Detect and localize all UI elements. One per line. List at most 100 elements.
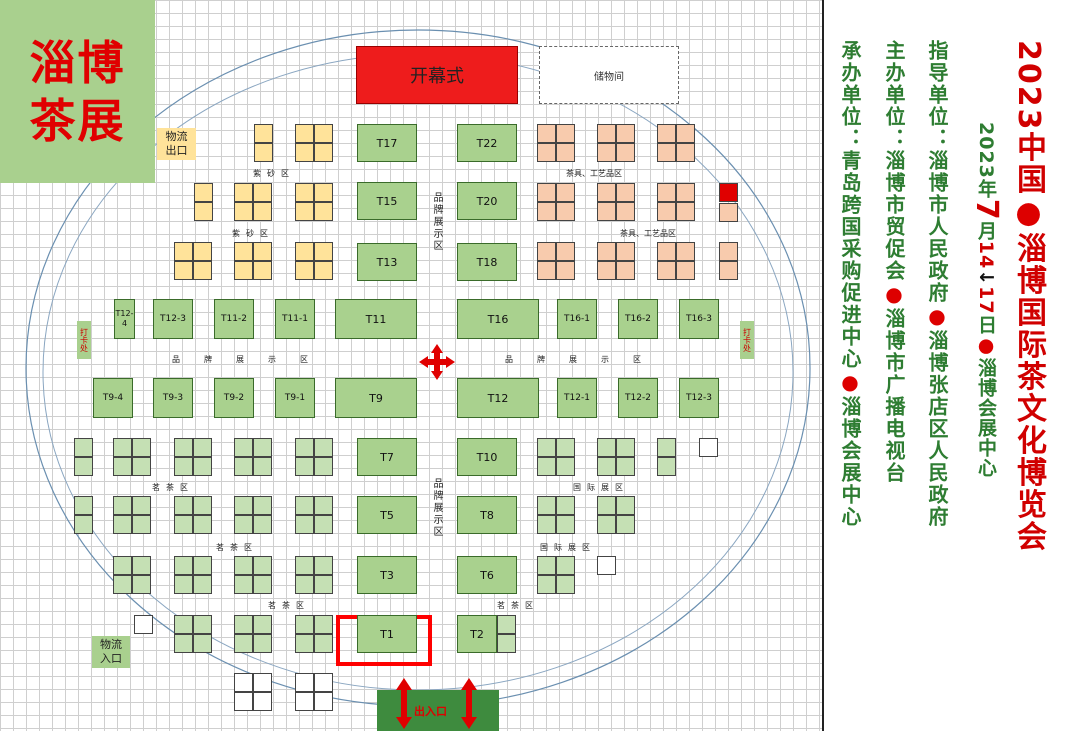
- small-booth-48[interactable]: [657, 183, 676, 202]
- small-booth-115[interactable]: [537, 496, 556, 515]
- booth-t16-3[interactable]: T16-3: [679, 299, 719, 339]
- small-booth-45[interactable]: [616, 183, 635, 202]
- entrance-area[interactable]: [377, 690, 499, 731]
- small-booth-106[interactable]: [193, 515, 212, 534]
- small-booth-4[interactable]: [295, 143, 314, 162]
- small-booth-141[interactable]: [537, 575, 556, 594]
- small-booth-155[interactable]: [295, 634, 314, 653]
- small-booth-46[interactable]: [597, 202, 616, 221]
- small-booth-25[interactable]: [314, 242, 333, 261]
- small-booth-99[interactable]: [113, 496, 132, 515]
- booth-t11-1[interactable]: T11-1: [275, 299, 315, 339]
- small-booth-146[interactable]: [193, 615, 212, 634]
- small-booth-162[interactable]: [253, 692, 272, 711]
- small-booth-135[interactable]: [295, 556, 314, 575]
- small-booth-42[interactable]: [537, 202, 556, 221]
- small-booth-93[interactable]: [616, 457, 635, 476]
- small-booth-37[interactable]: [676, 124, 695, 143]
- small-booth-65[interactable]: [676, 261, 695, 280]
- small-booth-13[interactable]: [314, 183, 333, 202]
- booth-t1[interactable]: T1: [357, 615, 417, 653]
- small-booth-3[interactable]: [314, 124, 333, 143]
- small-booth-6[interactable]: [194, 183, 213, 202]
- small-booth-144[interactable]: [134, 615, 153, 634]
- small-booth-84[interactable]: [295, 457, 314, 476]
- small-booth-157[interactable]: [497, 615, 516, 634]
- small-booth-74[interactable]: [174, 438, 193, 457]
- small-booth-126[interactable]: [132, 575, 151, 594]
- small-booth-143[interactable]: [597, 556, 616, 575]
- small-booth-56[interactable]: [537, 261, 556, 280]
- small-booth-32[interactable]: [597, 124, 616, 143]
- small-booth-124[interactable]: [132, 556, 151, 575]
- small-booth-101[interactable]: [113, 515, 132, 534]
- booth-t15[interactable]: T15: [357, 182, 417, 220]
- small-booth-94[interactable]: [657, 438, 676, 457]
- booth-t3[interactable]: T3: [357, 556, 417, 594]
- checkin-left[interactable]: 打卡处: [77, 321, 91, 359]
- small-booth-137[interactable]: [295, 575, 314, 594]
- booth-t22[interactable]: T22: [457, 124, 517, 162]
- small-booth-104[interactable]: [193, 496, 212, 515]
- small-booth-109[interactable]: [234, 515, 253, 534]
- small-booth-103[interactable]: [174, 496, 193, 515]
- booth-t16[interactable]: T16: [457, 299, 539, 339]
- booth-t12-1[interactable]: T12-1: [557, 378, 597, 418]
- booth-t18[interactable]: T18: [457, 243, 517, 281]
- storage-room[interactable]: 储物间: [539, 46, 679, 104]
- small-booth-97[interactable]: [74, 496, 93, 515]
- small-booth-80[interactable]: [234, 457, 253, 476]
- small-booth-75[interactable]: [193, 438, 212, 457]
- small-booth-20[interactable]: [234, 242, 253, 261]
- small-booth-134[interactable]: [253, 575, 272, 594]
- small-booth-150[interactable]: [253, 615, 272, 634]
- small-booth-63[interactable]: [676, 242, 695, 261]
- small-booth-133[interactable]: [234, 575, 253, 594]
- small-booth-120[interactable]: [616, 496, 635, 515]
- small-booth-79[interactable]: [253, 438, 272, 457]
- small-booth-158[interactable]: [497, 634, 516, 653]
- small-booth-33[interactable]: [616, 124, 635, 143]
- booth-t16-2[interactable]: T16-2: [618, 299, 658, 339]
- small-booth-107[interactable]: [234, 496, 253, 515]
- small-booth-38[interactable]: [657, 143, 676, 162]
- small-booth-81[interactable]: [253, 457, 272, 476]
- small-booth-147[interactable]: [174, 634, 193, 653]
- small-booth-156[interactable]: [314, 634, 333, 653]
- small-booth-112[interactable]: [314, 496, 333, 515]
- small-booth-8[interactable]: [234, 183, 253, 202]
- small-booth-83[interactable]: [314, 438, 333, 457]
- small-booth-86[interactable]: [537, 438, 556, 457]
- small-booth-43[interactable]: [556, 202, 575, 221]
- booth-t20[interactable]: T20: [457, 182, 517, 220]
- small-booth-47[interactable]: [616, 202, 635, 221]
- small-booth-12[interactable]: [295, 183, 314, 202]
- small-booth-152[interactable]: [253, 634, 272, 653]
- small-booth-161[interactable]: [234, 692, 253, 711]
- small-booth-5[interactable]: [314, 143, 333, 162]
- booth-t12[interactable]: T12: [457, 378, 539, 418]
- small-booth-41[interactable]: [556, 183, 575, 202]
- small-booth-29[interactable]: [556, 124, 575, 143]
- small-booth-85[interactable]: [314, 457, 333, 476]
- small-booth-22[interactable]: [234, 261, 253, 280]
- small-booth-151[interactable]: [234, 634, 253, 653]
- small-booth-82[interactable]: [295, 438, 314, 457]
- small-booth-130[interactable]: [193, 575, 212, 594]
- small-booth-164[interactable]: [314, 673, 333, 692]
- booth-t12-4[interactable]: T12-4: [114, 299, 135, 339]
- booth-t8[interactable]: T8: [457, 496, 517, 534]
- small-booth-2[interactable]: [295, 124, 314, 143]
- small-booth-24[interactable]: [295, 242, 314, 261]
- small-booth-64[interactable]: [657, 261, 676, 280]
- small-booth-70[interactable]: [113, 438, 132, 457]
- small-booth-14[interactable]: [295, 202, 314, 221]
- small-booth-1[interactable]: [254, 143, 273, 162]
- small-booth-128[interactable]: [193, 556, 212, 575]
- small-booth-102[interactable]: [132, 515, 151, 534]
- booth-t9[interactable]: T9: [335, 378, 417, 418]
- small-booth-58[interactable]: [597, 242, 616, 261]
- small-booth-67[interactable]: [719, 261, 738, 280]
- small-booth-36[interactable]: [657, 124, 676, 143]
- booth-t6[interactable]: T6: [457, 556, 517, 594]
